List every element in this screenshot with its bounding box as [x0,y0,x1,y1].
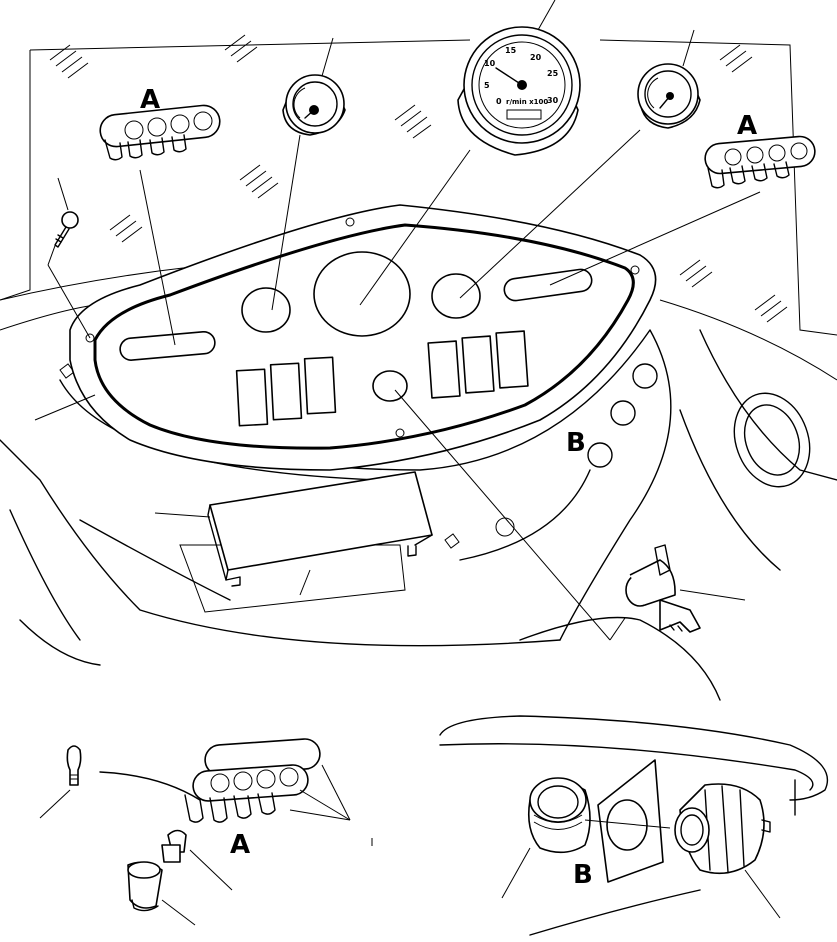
tach-label-0: 0 [496,97,502,106]
detail-vent-assembly [439,715,829,936]
callout-a-detail: A [230,830,250,860]
instrument-bezel [69,204,657,471]
tach-label-20: 20 [530,53,542,62]
small-gauge-right [637,63,701,129]
callout-a-top-right: A [737,111,757,141]
key-switch [625,544,701,633]
glass-hatching [49,34,788,323]
callout-b-panel: B [566,428,586,458]
leader-lines-top [34,0,761,641]
dash-round-vents [587,363,658,468]
tach-unit-label: r/min x100 [506,98,548,106]
detail-lamp-assembly [39,738,373,926]
tach-label-5: 5 [484,81,490,90]
small-gauge-left [282,74,346,136]
tachometer-gauge: 0 5 10 15 20 25 30 r/min x100 [457,26,581,156]
lower-cover-box [207,471,433,587]
tach-label-10: 10 [484,59,496,68]
tach-label-25: 25 [547,69,559,78]
warning-lamp-housing-right [704,135,816,189]
side-speaker [733,392,811,488]
tach-label-15: 15 [505,46,517,55]
callout-b-detail: B [573,860,593,890]
warning-lamp-housing-left [99,104,221,161]
callout-a-top-left: A [140,85,160,115]
tach-label-30: 30 [547,96,559,105]
panel-screw [54,211,79,248]
